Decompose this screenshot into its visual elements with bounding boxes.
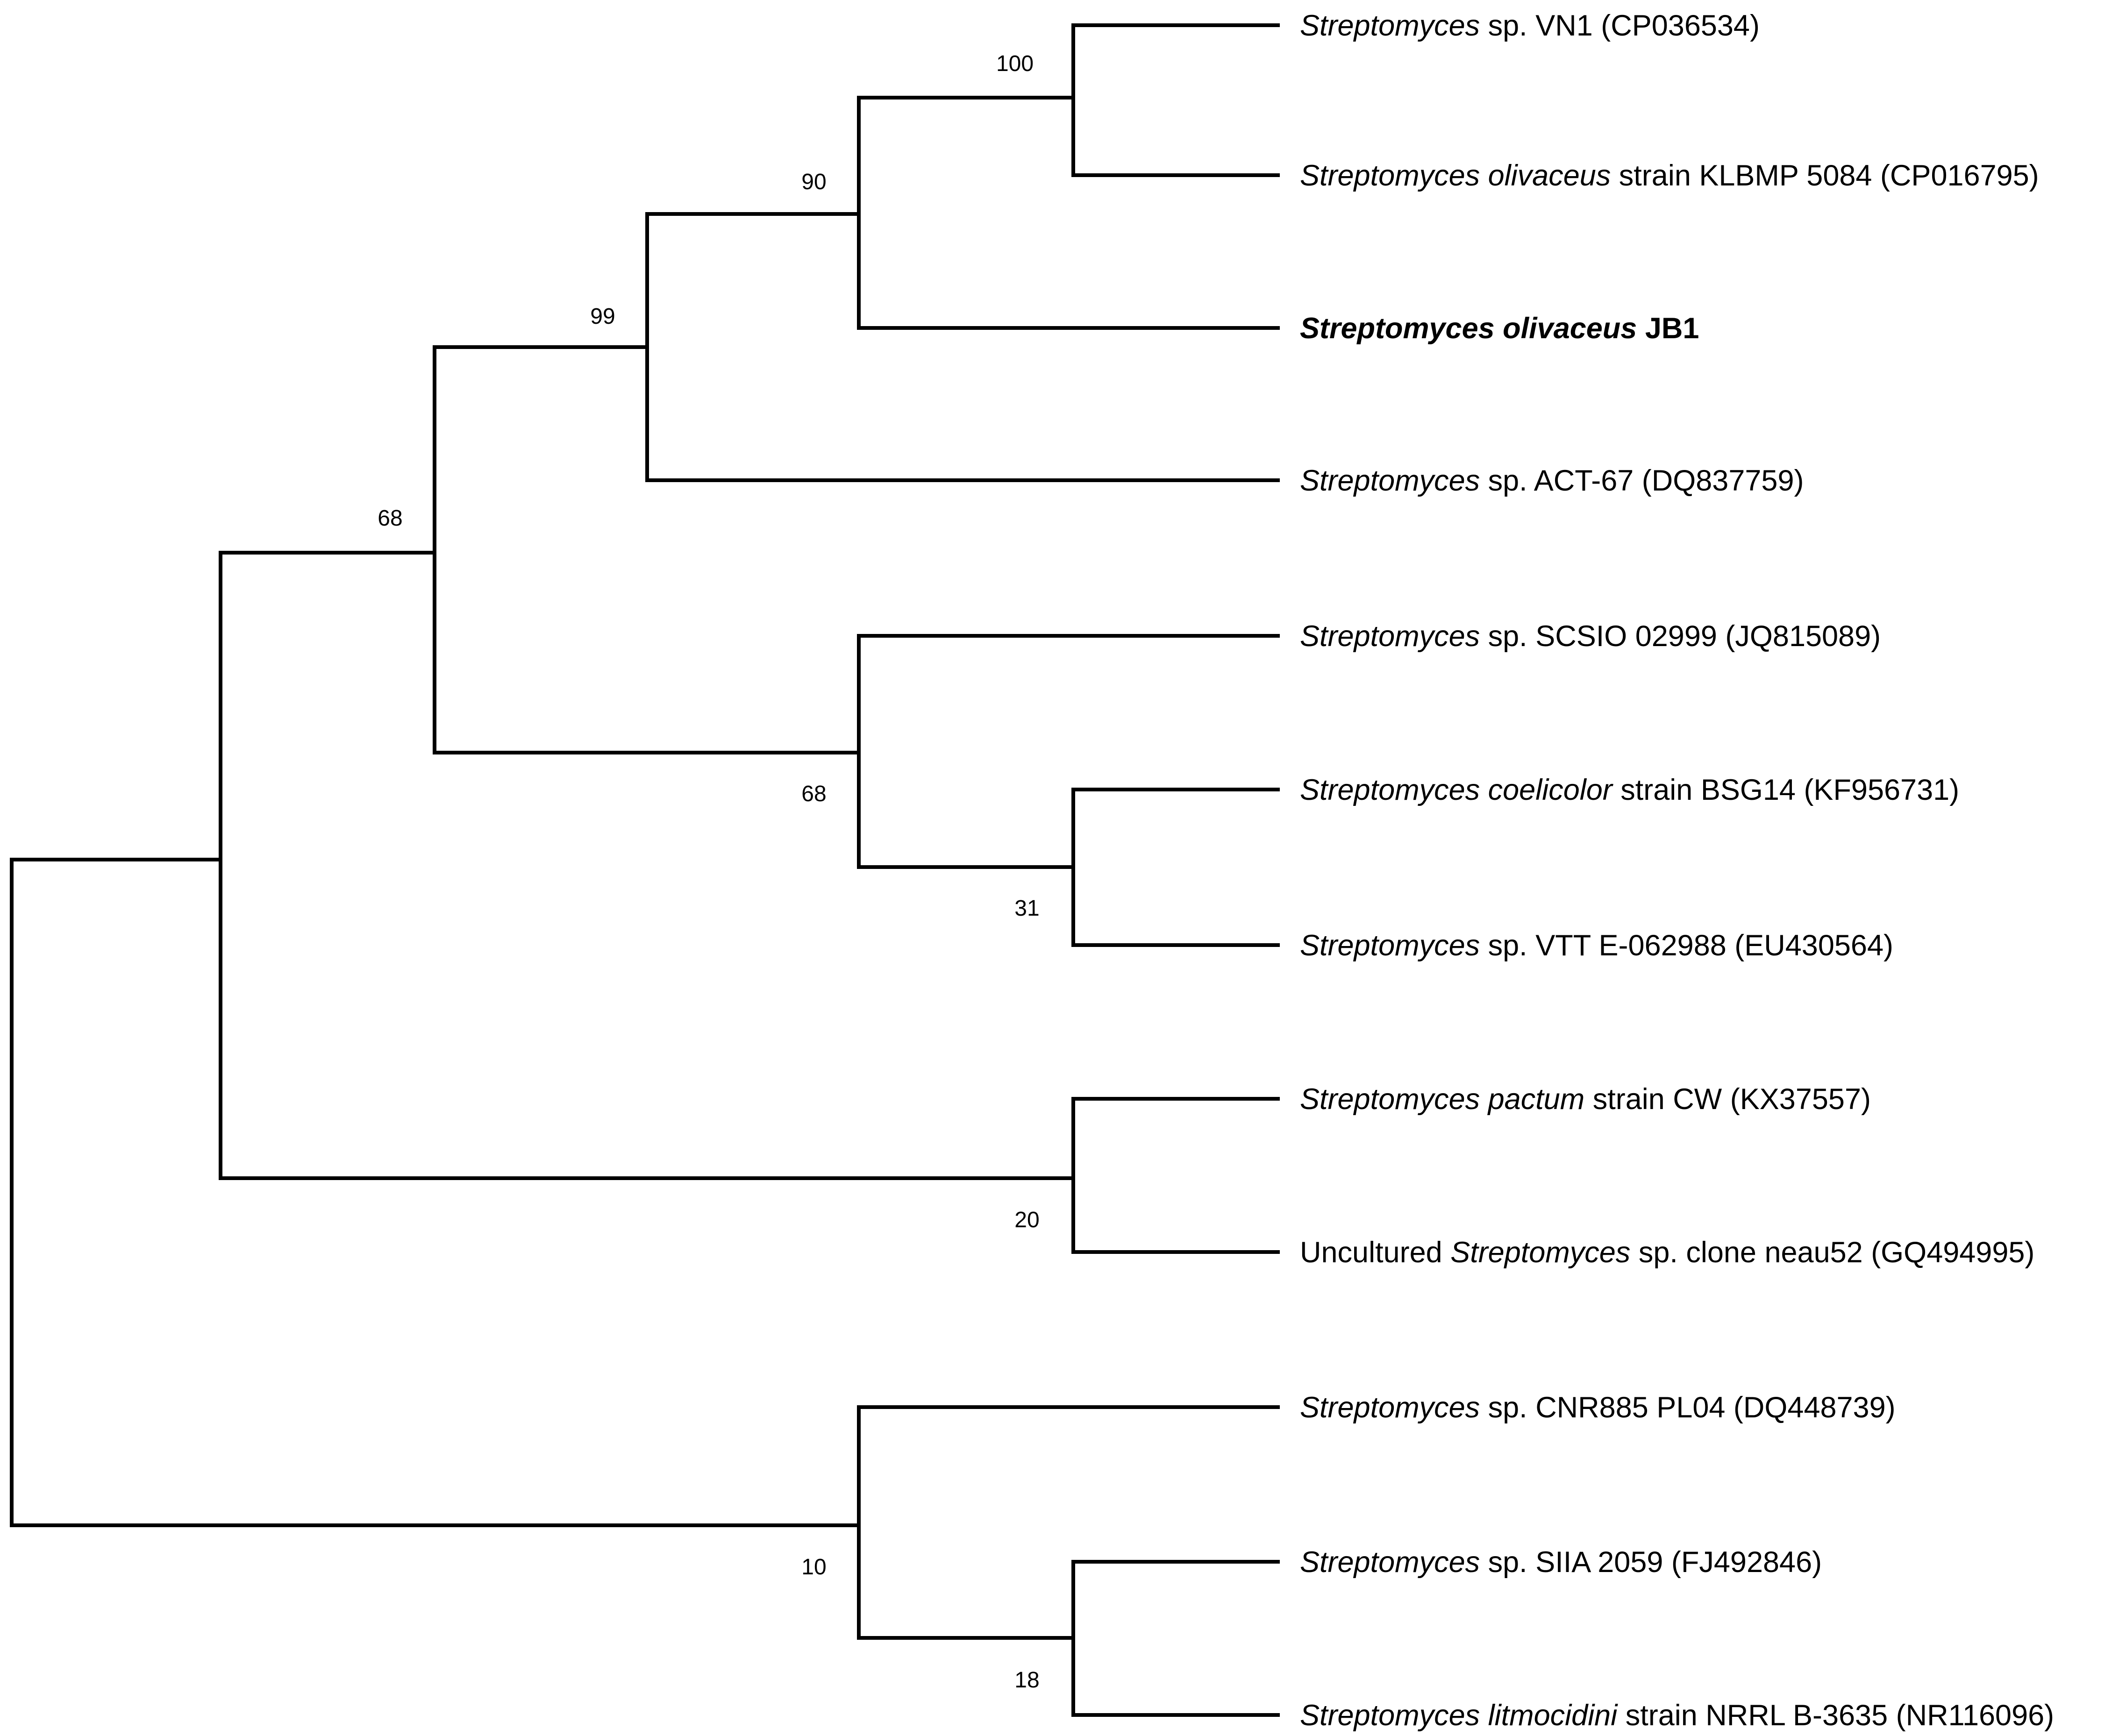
taxon-name-text: JB1 <box>1637 312 1699 345</box>
taxon-name-text: sp. SIIA 2059 (FJ492846) <box>1480 1546 1822 1579</box>
taxon-name-italic: Streptomyces olivaceus <box>1300 159 1611 192</box>
tree-branches <box>10 23 1280 1717</box>
taxon-name-text: sp. clone neau52 (GQ494995) <box>1630 1236 2034 1269</box>
taxon-name-text: sp. CNR885 PL04 (DQ448739) <box>1480 1391 1895 1424</box>
taxon-label: Streptomyces sp. SIIA 2059 (FJ492846) <box>1300 1546 1822 1579</box>
taxon-label: Streptomyces sp. ACT-67 (DQ837759) <box>1300 464 1804 497</box>
bootstrap-value: 99 <box>590 304 615 329</box>
bootstrap-values: 100 90 99 68 68 31 20 10 18 <box>378 51 1039 1693</box>
bootstrap-value: 68 <box>801 782 826 806</box>
taxon-name-italic: Streptomyces <box>1300 620 1480 653</box>
taxon-name-italic: Streptomyces <box>1300 464 1480 497</box>
taxon-label: Streptomyces sp. CNR885 PL04 (DQ448739) <box>1300 1391 1896 1424</box>
taxon-label: Streptomyces sp. SCSIO 02999 (JQ815089) <box>1300 620 1881 653</box>
taxon-name-italic: Streptomyces pactum <box>1300 1083 1584 1116</box>
bootstrap-value: 31 <box>1014 896 1039 921</box>
taxon-label: Streptomyces olivaceus strain KLBMP 5084… <box>1300 159 2039 192</box>
bootstrap-value: 68 <box>378 506 402 531</box>
taxon-name-text: strain NRRL B-3635 (NR116096) <box>1617 1699 2054 1732</box>
taxon-name-text: sp. VTT E-062988 (EU430564) <box>1480 929 1893 962</box>
taxon-name-text: strain BSG14 (KF956731) <box>1612 774 1959 806</box>
bootstrap-value: 18 <box>1014 1668 1039 1693</box>
bootstrap-value: 90 <box>801 170 826 194</box>
bootstrap-value: 10 <box>801 1555 826 1579</box>
taxon-label: Streptomyces olivaceus JB1 <box>1300 312 1699 345</box>
taxon-name-italic: Streptomyces coelicolor <box>1300 774 1614 806</box>
taxon-labels: Streptomyces sp. VN1 (CP036534)Streptomy… <box>1300 9 2054 1732</box>
taxon-name-italic: Streptomyces <box>1300 9 1480 42</box>
taxon-label: Streptomyces sp. VN1 (CP036534) <box>1300 9 1760 42</box>
bootstrap-value: 100 <box>996 51 1034 76</box>
taxon-label: Streptomyces coelicolor strain BSG14 (KF… <box>1300 774 1959 806</box>
taxon-name-text: strain CW (KX37557) <box>1584 1083 1871 1116</box>
taxon-name-text: Uncultured <box>1300 1236 1450 1269</box>
taxon-name-italic: Streptomyces <box>1300 929 1480 962</box>
taxon-name-italic: Streptomyces <box>1450 1236 1630 1269</box>
taxon-name-text: strain KLBMP 5084 (CP016795) <box>1611 159 2039 192</box>
taxon-name-text: sp. SCSIO 02999 (JQ815089) <box>1480 620 1881 653</box>
bootstrap-value: 20 <box>1014 1208 1039 1232</box>
taxon-label: Streptomyces pactum strain CW (KX37557) <box>1300 1083 1871 1116</box>
taxon-name-italic: Streptomyces <box>1300 1546 1480 1579</box>
taxon-label: Streptomyces litmocidini strain NRRL B-3… <box>1300 1699 2054 1732</box>
taxon-name-italic: Streptomyces olivaceus <box>1300 312 1637 345</box>
taxon-label: Uncultured Streptomyces sp. clone neau52… <box>1300 1236 2034 1269</box>
taxon-label: Streptomyces sp. VTT E-062988 (EU430564) <box>1300 929 1893 962</box>
taxon-name-text: sp. ACT-67 (DQ837759) <box>1480 464 1804 497</box>
taxon-name-italic: Streptomyces <box>1300 1391 1480 1424</box>
taxon-name-italic: Streptomyces litmocidini <box>1300 1699 1618 1732</box>
taxon-name-text: sp. VN1 (CP036534) <box>1480 9 1760 42</box>
